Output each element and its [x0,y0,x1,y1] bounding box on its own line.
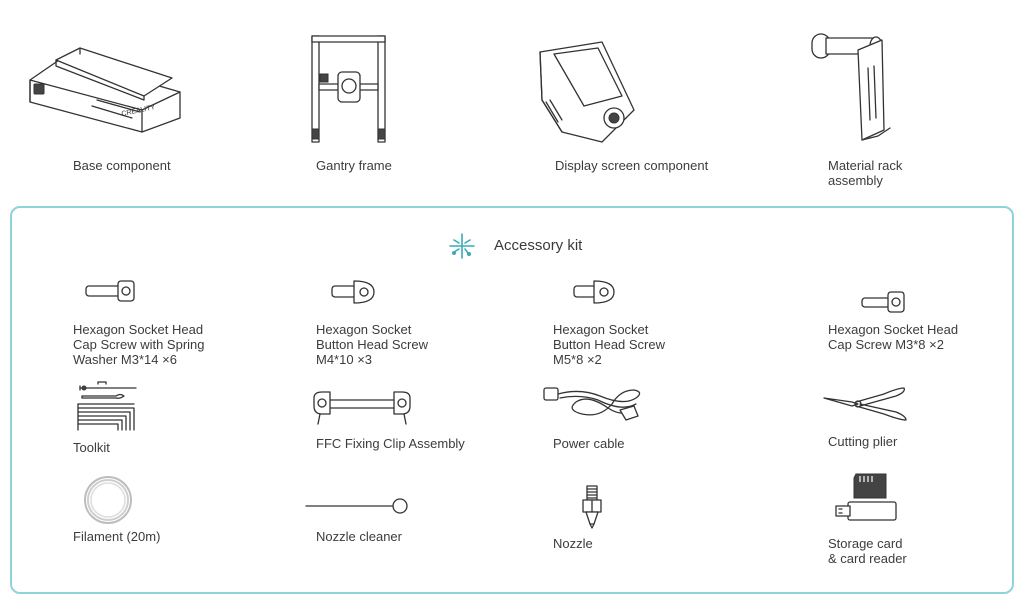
accessory-label: Hexagon Socket Button Head Screw M5*8 ×2 [553,322,666,367]
accessory-label: Storage card & card reader [828,536,907,566]
base-component-icon: CREALITY [29,47,181,133]
accessory-kit-icon [449,233,475,259]
gantry-frame-icon [311,35,386,143]
accessory-label: Hexagon Socket Head Cap Screw with Sprin… [73,322,205,367]
display-screen-icon [539,41,635,143]
accessory-label: Filament (20m) [73,529,161,544]
component-label-display: Display screen component [555,158,709,173]
material-rack-icon [811,33,891,141]
filament-icon [84,476,132,524]
accessory-label: Nozzle [553,536,593,551]
nozzle-cleaner-icon [305,498,408,514]
accessory-label: Hexagon Socket Head Cap Screw M3*8 ×2 [828,322,959,352]
component-label-rack: Material rack assembly [828,158,903,188]
accessory-label: Hexagon Socket Button Head Screw M4*10 ×… [316,322,429,367]
power-cable-icon [543,387,641,421]
storage-card-icon [835,473,897,521]
button-head-screw-icon [573,280,615,304]
component-label-base: Base component [73,158,171,173]
cap-screw-icon [85,280,135,302]
button-head-screw-icon [331,280,375,304]
nozzle-icon [582,485,602,529]
accessory-label: FFC Fixing Clip Assembly [316,436,465,451]
cutting-plier-icon [823,387,907,421]
component-label-gantry: Gantry frame [316,158,392,173]
accessory-label: Cutting plier [828,434,898,449]
accessory-label: Nozzle cleaner [316,529,402,544]
toolkit-icon [77,381,137,431]
accessory-kit-title: Accessory kit [494,237,583,254]
accessory-label: Power cable [553,436,625,451]
cap-screw-icon [861,291,905,313]
ffc-clip-icon [313,391,411,425]
accessory-kit-panel [10,206,1014,594]
accessory-label: Toolkit [73,440,110,455]
